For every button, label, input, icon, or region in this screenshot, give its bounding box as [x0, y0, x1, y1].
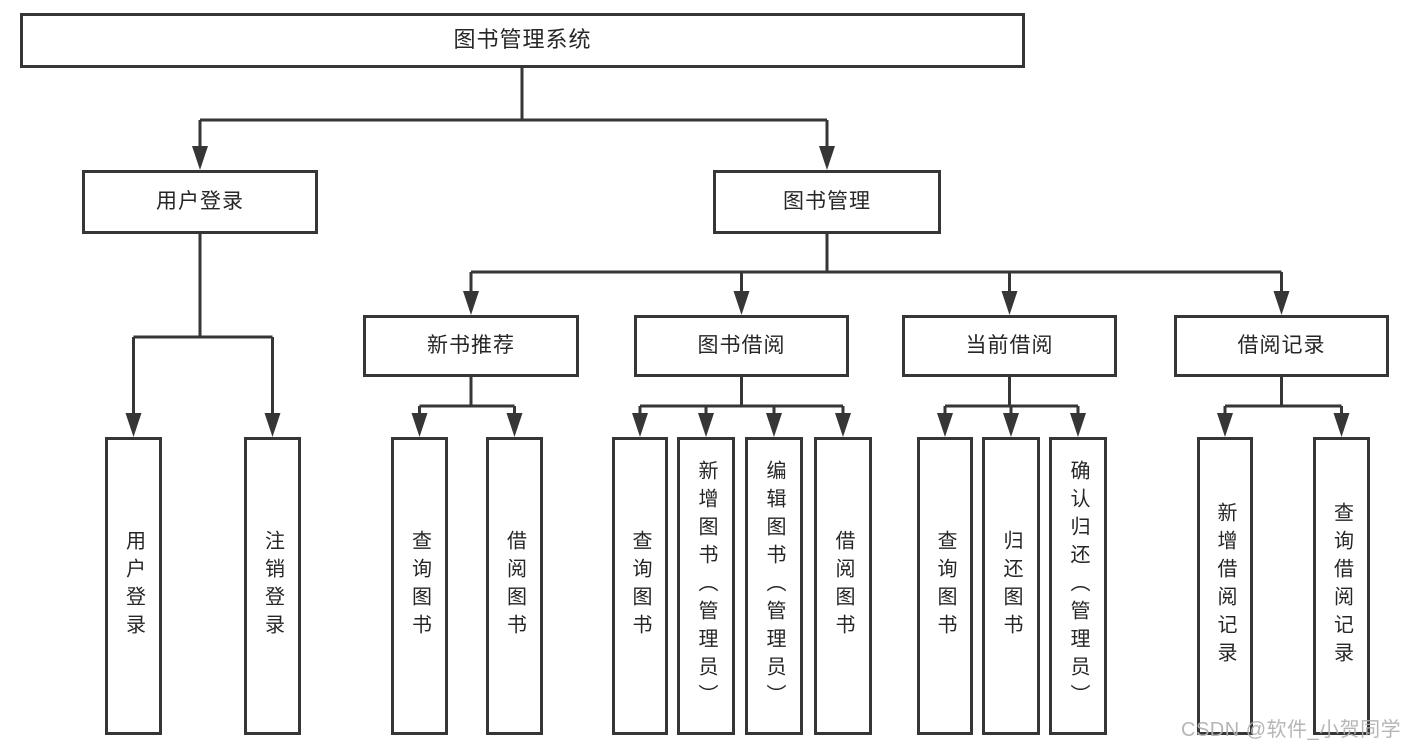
node-leaf-borrow-books-1: 借阅图书: [486, 437, 543, 735]
node-user-login: 用户登录: [82, 170, 318, 234]
node-leaf-query-books-3: 查询图书: [917, 437, 973, 735]
node-leaf-confirm-return-admin: 确认归还（管理员）: [1049, 437, 1107, 735]
node-current-borrowing: 当前借阅: [902, 315, 1117, 377]
node-new-book-recommendation: 新书推荐: [363, 315, 579, 377]
node-leaf-edit-book-admin: 编辑图书（管理员）: [745, 437, 803, 735]
node-leaf-add-borrow-record: 新增借阅记录: [1197, 437, 1253, 735]
node-leaf-query-books-2: 查询图书: [612, 437, 668, 735]
node-borrowing-records: 借阅记录: [1174, 315, 1389, 377]
connector-borrowing-records-children: [1217, 377, 1350, 437]
connector-current-borrowing-children: [937, 377, 1086, 437]
connector-user-login-children: [125, 234, 281, 437]
connector-book-management-children: [463, 234, 1290, 315]
node-leaf-query-books-1: 查询图书: [391, 437, 448, 735]
connector-new-book-recommendation-children: [411, 377, 523, 437]
node-leaf-logout: 注销登录: [244, 437, 301, 735]
node-book-borrowing: 图书借阅: [634, 315, 849, 377]
node-leaf-return-book: 归还图书: [982, 437, 1040, 735]
node-book-management: 图书管理: [713, 170, 941, 234]
node-leaf-borrow-books-2: 借阅图书: [814, 437, 872, 735]
connector-root-to-level2: [192, 68, 835, 170]
watermark: CSDN @软件_小贺同学: [1181, 719, 1402, 741]
node-leaf-query-borrow-record: 查询借阅记录: [1313, 437, 1370, 735]
node-library-management-system: 图书管理系统: [20, 13, 1025, 68]
node-leaf-add-book-admin: 新增图书（管理员）: [677, 437, 735, 735]
node-leaf-user-login: 用户登录: [105, 437, 162, 735]
connector-book-borrowing-children: [632, 377, 851, 437]
